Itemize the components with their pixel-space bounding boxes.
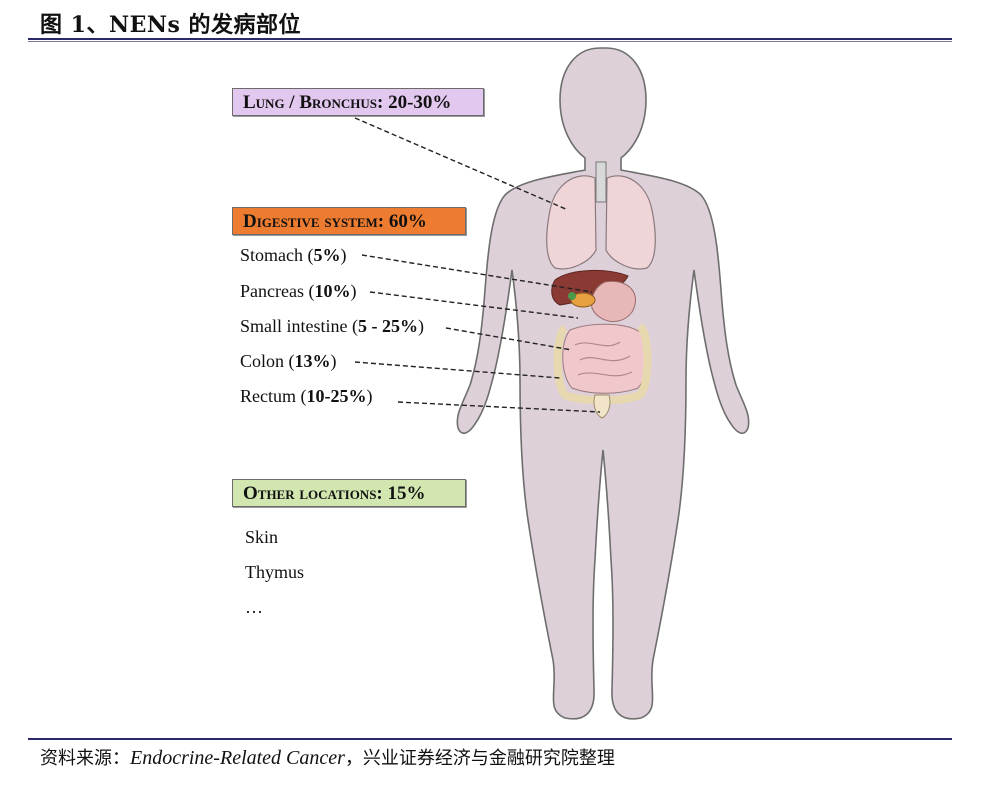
top-rule [28,38,952,40]
small-intestine-icon [562,323,648,394]
leader-small-intestine [445,327,573,351]
trachea-icon [595,161,607,203]
leader-pancreas [369,291,579,319]
other-item-thymus: Thymus [245,562,305,582]
right-lung-icon [605,175,656,270]
other-item-skin: Skin [245,527,279,547]
other-item-ellipsis: … [245,597,263,617]
bottom-rule [28,738,952,740]
other-locations-label: Other locations: 15% [232,479,466,507]
digestive-item: Colon (13%) [240,351,337,371]
leader-colon [354,361,561,379]
digestive-item: Small intestine (5 - 25%) [240,316,424,336]
pancreas-icon [570,292,596,308]
digestive-item: Rectum (10-25%) [240,386,373,406]
leader-lung [354,117,569,211]
digestive-item: Pancreas (10%) [240,281,357,301]
source-note: 资料来源：Endocrine-Related Cancer，兴业证券经济与金融研… [40,747,615,769]
figure-title: 图 1、NENs 的发病部位 [40,12,301,38]
digestive-system-label: Digestive system: 60% [232,207,466,235]
left-lung-icon [546,175,597,270]
top-rule-thin [28,41,952,42]
gallbladder-icon [568,292,576,300]
stomach-icon [591,280,637,322]
lung-bronchus-label: Lung / Bronchus: 20-30% [232,88,484,116]
leader-stomach [361,254,593,293]
leader-rectum [397,401,601,413]
digestive-item: Stomach (5%) [240,245,347,265]
